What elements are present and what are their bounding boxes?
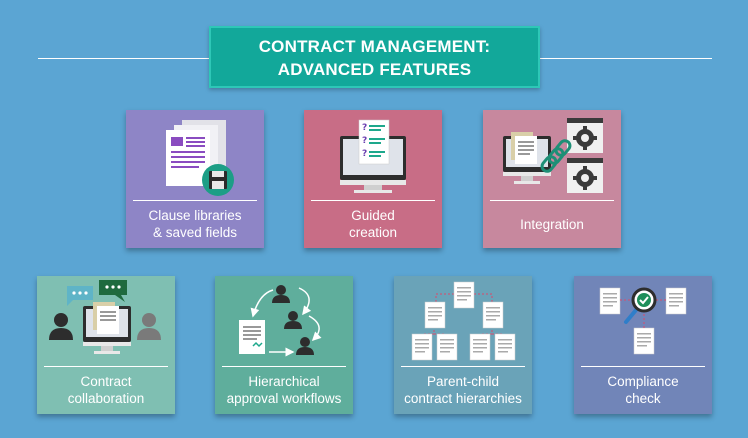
svg-text:?: ? xyxy=(362,136,367,146)
tile-divider xyxy=(401,366,525,367)
tile-divider xyxy=(581,366,705,367)
feature-tile-contract-collaboration: Contract collaboration xyxy=(37,276,175,414)
tile-divider xyxy=(44,366,168,367)
tile-label: Contract collaboration xyxy=(67,374,145,406)
document-tree-icon xyxy=(394,276,532,364)
monitor-chain-gears-icon xyxy=(483,110,621,198)
feature-tile-clause-libraries: Clause libraries & saved fields xyxy=(126,110,264,248)
magnifier-check-icon xyxy=(574,276,712,364)
tile-label: Compliance check xyxy=(607,374,679,406)
svg-text:?: ? xyxy=(362,149,367,159)
title-line-1: CONTRACT MANAGEMENT: xyxy=(258,37,491,56)
tile-divider xyxy=(490,200,614,201)
tile-label: Parent-child contract hierarchies xyxy=(404,374,522,406)
tile-label: Hierarchical approval workflows xyxy=(226,374,342,406)
title-rule-right xyxy=(540,58,712,59)
document-stack-floppy-icon xyxy=(126,110,264,198)
people-monitor-chat-icon xyxy=(37,276,175,364)
monitor-questions-icon: ? ? ? xyxy=(304,110,442,198)
svg-text:?: ? xyxy=(362,123,367,133)
tile-label: Guided creation xyxy=(348,208,398,240)
feature-tile-hierarchical-approval: Hierarchical approval workflows xyxy=(215,276,353,414)
tile-divider xyxy=(133,200,257,201)
feature-tile-compliance-check: Compliance check xyxy=(574,276,712,414)
page-title: CONTRACT MANAGEMENT: ADVANCED FEATURES xyxy=(209,26,540,88)
approval-workflow-icon xyxy=(215,276,353,364)
feature-tile-integration: Integration xyxy=(483,110,621,248)
tile-divider xyxy=(222,366,346,367)
tile-divider xyxy=(311,200,435,201)
feature-tile-guided-creation: ? ? ? Guided creation xyxy=(304,110,442,248)
feature-tile-parent-child: Parent-child contract hierarchies xyxy=(394,276,532,414)
tile-label: Integration xyxy=(520,216,584,232)
title-line-2: ADVANCED FEATURES xyxy=(277,60,472,79)
tile-label: Clause libraries & saved fields xyxy=(148,208,242,240)
title-rule-left xyxy=(38,58,209,59)
